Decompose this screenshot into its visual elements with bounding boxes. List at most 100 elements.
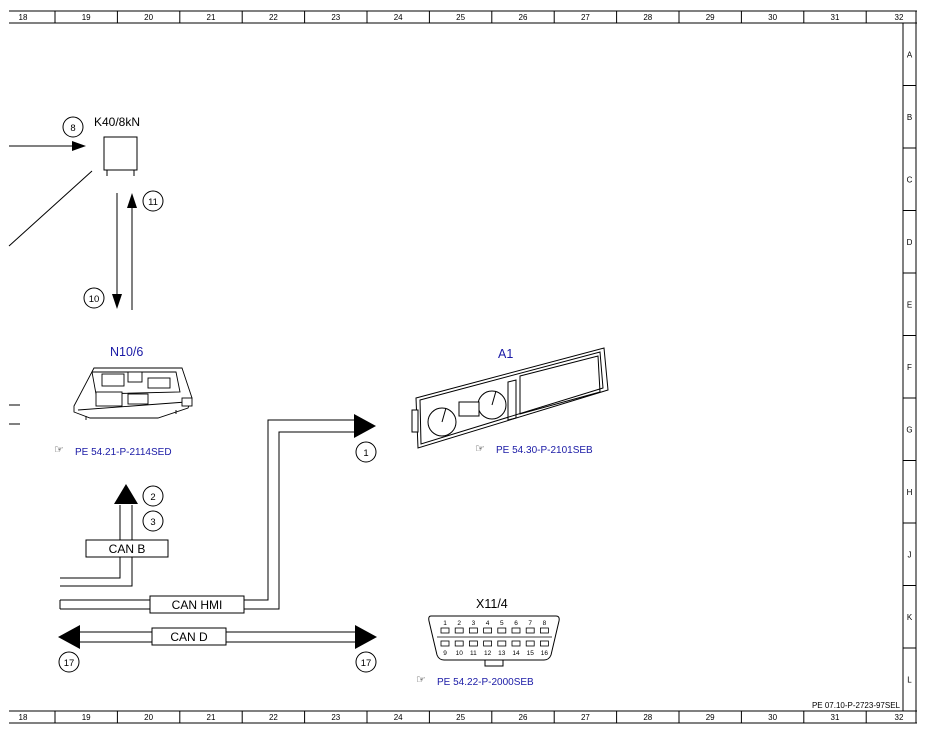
row-label: K	[907, 613, 913, 622]
pin-number: 6	[514, 620, 518, 627]
svg-text:11: 11	[148, 197, 158, 208]
svg-text:17: 17	[361, 658, 372, 669]
column-label-top: 31	[831, 13, 840, 22]
pin	[483, 640, 493, 647]
pin	[454, 640, 464, 647]
callout-10: 10	[83, 287, 105, 309]
pin-number: 8	[543, 620, 547, 627]
module-n10-illustration	[73, 367, 193, 420]
callout-1: 1	[355, 441, 377, 463]
column-label-bottom: 27	[581, 713, 590, 722]
pin	[511, 627, 521, 634]
pin-number: 7	[528, 620, 532, 627]
column-label-top: 30	[768, 13, 777, 22]
can-d-bus[interactable]: CAN D	[58, 625, 377, 649]
pointing-hand-icon: ☞	[475, 443, 485, 455]
instrument-cluster-a1[interactable]: A1 ☞ PE 54.30-P-2101SEB	[411, 347, 609, 456]
column-label-top: 28	[643, 13, 652, 22]
row-label: F	[907, 363, 912, 372]
pin-number: 13	[498, 650, 506, 657]
document-id: PE 07.10-P-2723-97SEL	[812, 701, 901, 710]
pin	[440, 627, 450, 634]
pin-number: 11	[470, 650, 477, 657]
svg-text:3: 3	[150, 517, 155, 528]
column-label-top: 19	[82, 13, 91, 22]
column-label-bottom: 21	[207, 713, 216, 722]
pin	[454, 627, 464, 634]
pin	[540, 627, 549, 634]
column-label-top: 22	[269, 13, 278, 22]
pointing-hand-icon: ☞	[54, 444, 64, 456]
pin-number: 15	[527, 650, 535, 657]
pin	[497, 640, 507, 647]
svg-text:1: 1	[363, 448, 368, 459]
can-b-bus[interactable]: CAN B	[60, 484, 169, 587]
row-label: D	[907, 238, 913, 247]
pin-number: 3	[472, 620, 476, 627]
column-label-top: 27	[581, 13, 590, 22]
callout-11: 11	[142, 190, 164, 212]
column-label-top: 29	[706, 13, 715, 22]
pin	[468, 640, 478, 647]
relay-k40[interactable]: K40/8kN	[94, 115, 140, 176]
diagonal-wire	[8, 170, 93, 247]
callout-2: 2	[142, 485, 164, 507]
column-label-bottom: 18	[19, 713, 28, 722]
column-label-bottom: 23	[331, 713, 340, 722]
module-n10-ref[interactable]: ☞ PE 54.21-P-2114SED	[54, 444, 172, 458]
row-label: L	[907, 675, 912, 684]
pin-number: 1	[443, 620, 447, 627]
can-d-label: CAN D	[170, 630, 208, 644]
diagnostic-connector-ref-text: PE 54.22-P-2000SEB	[437, 677, 534, 688]
pin-number: 2	[457, 620, 461, 627]
pin	[540, 640, 549, 647]
connector-body	[428, 615, 560, 661]
column-label-bottom: 25	[456, 713, 465, 722]
pin-number: 5	[500, 620, 504, 627]
column-label-top: 18	[19, 13, 28, 22]
column-label-bottom: 29	[706, 713, 715, 722]
pin-number: 16	[541, 650, 549, 657]
instrument-cluster-illustration	[411, 347, 609, 449]
pin	[525, 640, 535, 647]
instrument-cluster-ref[interactable]: ☞ PE 54.30-P-2101SEB	[475, 443, 593, 456]
row-label: G	[906, 425, 912, 434]
can-b-label: CAN B	[109, 542, 146, 556]
pin	[497, 627, 507, 634]
pin-number: 14	[512, 650, 520, 657]
diagnostic-connector-label: X11/4	[476, 597, 508, 611]
column-label-bottom: 19	[82, 713, 91, 722]
relay-k40-label: K40/8kN	[94, 115, 140, 129]
can-hmi-bus[interactable]: CAN HMI	[59, 414, 376, 614]
diagram-frame	[9, 10, 917, 724]
module-n10[interactable]: N10/6 ☞ PE 54.21-P-2114SED	[54, 345, 193, 458]
row-label: H	[907, 488, 913, 497]
pin-number: 4	[486, 620, 490, 627]
column-label-top: 32	[895, 13, 904, 22]
pointing-hand-icon: ☞	[416, 674, 426, 686]
diagnostic-connector-ref[interactable]: ☞ PE 54.22-P-2000SEB	[416, 674, 534, 688]
column-label-top: 21	[207, 13, 216, 22]
svg-text:2: 2	[150, 492, 155, 503]
column-label-bottom: 26	[519, 713, 528, 722]
column-label-top: 24	[394, 13, 403, 22]
signal-arrow-11	[127, 193, 137, 310]
row-label: E	[907, 300, 912, 309]
can-hmi-label: CAN HMI	[172, 598, 223, 612]
pin-number: 9	[443, 650, 447, 657]
svg-text:17: 17	[64, 658, 75, 669]
column-label-bottom: 32	[895, 713, 904, 722]
row-label: B	[907, 113, 912, 122]
pin	[525, 627, 535, 634]
svg-text:8: 8	[70, 123, 75, 134]
column-label-top: 26	[519, 13, 528, 22]
svg-text:10: 10	[89, 294, 100, 305]
instrument-cluster-ref-text: PE 54.30-P-2101SEB	[496, 445, 593, 456]
module-n10-label: N10/6	[110, 345, 143, 359]
row-label: J	[908, 550, 912, 559]
callout-17-left: 17	[58, 651, 80, 673]
